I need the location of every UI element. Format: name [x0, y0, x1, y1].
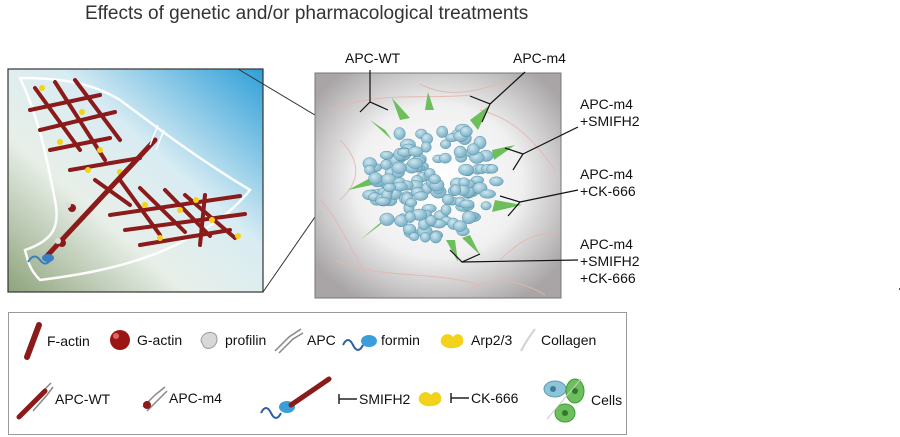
inhibitor-icon	[338, 394, 357, 404]
f-actin-icon	[24, 322, 42, 360]
spheroid-cell	[407, 157, 424, 169]
legend-collagen: Collagen	[519, 327, 596, 353]
spheroid-cell	[440, 204, 452, 216]
figure-title: Effects of genetic and/or pharmacologica…	[85, 3, 529, 24]
spheroid-cell	[428, 174, 441, 185]
spheroid-cell	[375, 196, 391, 206]
spheroid-cell	[368, 172, 383, 185]
spheroid-cell	[479, 189, 496, 199]
formin-icon	[342, 335, 377, 351]
legend-g-actin: G-actin	[107, 327, 182, 353]
spheroid-cell	[413, 191, 429, 201]
formin-filament-icon	[260, 376, 332, 419]
spheroid-cell	[425, 215, 437, 226]
legend-apc-m4: APC-m4	[135, 381, 222, 415]
spheroid-cell	[393, 127, 406, 140]
legend-box: F-actin G-actin profilin APC formin Arp2…	[8, 312, 627, 435]
spheroid-cell	[440, 139, 452, 149]
legend-arp23: Arp2/3	[437, 327, 512, 353]
apc-m4-icon	[142, 386, 168, 412]
spheroid-cell	[408, 146, 424, 157]
label-apc-m4-smifh2: APC-m4 +SMIFH2	[580, 96, 640, 129]
legend-ck666: CK-666	[415, 385, 518, 411]
label-apc-m4-smifh2-ck666: APC-m4 +SMIFH2 +CK-666	[580, 236, 640, 286]
spheroid-cell	[379, 150, 394, 160]
cells-icon	[543, 378, 585, 423]
spheroid-cell	[441, 193, 454, 205]
spheroid-cell	[480, 201, 492, 211]
spheroid-panel	[314, 72, 562, 299]
collagen-fibres	[319, 79, 559, 296]
legend-smifh2: SMIFH2	[257, 373, 410, 425]
spheroid-cell	[404, 211, 416, 223]
label-apc-m4: APC-m4	[513, 50, 566, 66]
spheroid-cell	[380, 159, 392, 170]
spheroid-cell	[459, 199, 475, 209]
actin-network	[28, 78, 247, 247]
legend-apc-wt: APC-WT	[15, 377, 110, 421]
arp23-markers	[39, 85, 241, 241]
apc-icon	[274, 328, 304, 354]
legend-formin: formin	[341, 325, 420, 355]
spheroid-cell	[439, 152, 452, 164]
spheroid-cell	[458, 163, 474, 176]
spheroid-cell	[489, 176, 504, 187]
spheroid-cell	[466, 143, 480, 156]
label-apc-m4-ck666: APC-m4 +CK-666	[580, 166, 636, 199]
inhibitor-icon	[450, 393, 469, 403]
arp23-icon	[418, 392, 442, 407]
g-actin-icon	[110, 330, 130, 350]
spheroid-cell	[461, 210, 476, 225]
collagen-icon	[520, 328, 536, 352]
legend-apc: APC	[271, 325, 336, 355]
cell-spheroid	[362, 123, 504, 244]
legend-cells: Cells	[541, 375, 622, 425]
spheroid-cell	[408, 232, 420, 241]
legend-profilin: profilin	[197, 327, 266, 353]
spheroid-cell	[453, 220, 467, 232]
cell-protrusions	[348, 92, 522, 262]
spheroid-cell	[429, 231, 442, 244]
legend-f-actin: F-actin	[21, 321, 90, 361]
spheroid-cell	[391, 161, 407, 175]
spheroid-cell	[453, 145, 467, 159]
cell-panel	[7, 68, 264, 293]
spheroid-cell	[486, 164, 499, 174]
spheroid-cell	[420, 141, 432, 153]
spheroid-cell	[436, 125, 449, 138]
spheroid-cell	[459, 125, 473, 138]
profilin-icon	[200, 332, 218, 349]
spheroid-cell	[405, 198, 418, 208]
spheroid-cell	[379, 212, 395, 226]
spheroid-cell	[420, 232, 431, 243]
apc-wt-icon	[16, 382, 54, 420]
label-apc-wt: APC-WT	[345, 50, 401, 66]
bracket-markers	[359, 70, 579, 263]
spheroid-cell	[450, 184, 462, 196]
spheroid-cell	[383, 182, 396, 193]
arp23-icon	[440, 334, 464, 349]
